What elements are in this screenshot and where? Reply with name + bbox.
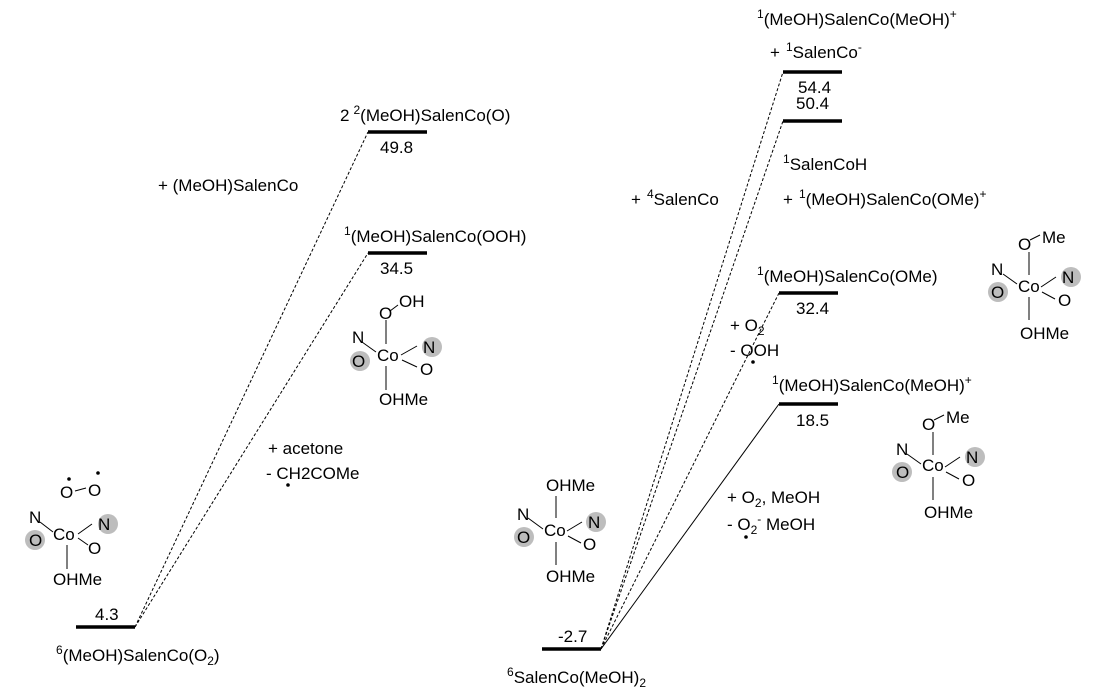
structure-co-o2: O O N O Co N O OHMe [25, 471, 118, 589]
connector-lines [134, 71, 784, 650]
atom-O-right: O [583, 535, 596, 554]
atom-N-left: N [29, 508, 41, 527]
atom-N-left: N [991, 260, 1003, 279]
atom-OHMe: OHMe [924, 503, 973, 522]
level-value-minus-2.7: -2.7 [558, 627, 587, 646]
level-label-6-SalenCo-MeOH2: 6SalenCo(MeOH)2 [507, 665, 646, 690]
structure-co-meoh2: OHMe N O Co N O OHMe [514, 476, 606, 586]
atom-OHMe-bottom: OHMe [546, 567, 595, 586]
level-label-1-MeOH-SalenCo-OOH: 1(MeOH)SalenCo(OOH) [344, 224, 526, 246]
atom-N-right: N [588, 513, 600, 532]
atom-N-right: N [1062, 268, 1074, 287]
atom-O-right: O [962, 471, 975, 490]
atom-Me: Me [1042, 228, 1066, 247]
atom-O2: O [88, 481, 101, 500]
radical-dot-OOH [751, 360, 755, 364]
reagent-minus-O2-anion-MeOH: - O2- MeOH [727, 512, 815, 537]
atom-Co: Co [377, 346, 399, 365]
atom-N-left: N [517, 505, 529, 524]
atom-N-left: N [896, 440, 908, 459]
level-label-6-MeOH-SalenCo-O2: 6(MeOH)SalenCo(O2) [56, 643, 220, 668]
connector-4.3-to-49.8 [134, 131, 369, 628]
structure-co-ome: O Me N O Co N O OHMe [988, 228, 1081, 343]
connector-4.3-to-34.5 [134, 252, 369, 628]
reagent-minus-OOH: - OOH [730, 341, 779, 360]
radical-dot-O2 [744, 535, 748, 539]
atom-OH: OH [399, 292, 425, 311]
reagent-plus-O2: + O2 [730, 316, 765, 338]
atom-OHMe: OHMe [379, 390, 428, 409]
reagent-minus-CH2COMe: - CH2COMe [266, 464, 360, 483]
level-value-34.5: 34.5 [380, 259, 413, 278]
level-value-18.5: 18.5 [796, 411, 829, 430]
structure-co-ooh: O OH N O Co N O OHMe [350, 292, 442, 409]
level-label-50.4-line1: 1SalenCoH [783, 152, 867, 174]
atom-N-right: N [423, 338, 435, 357]
atom-OHMe-top: OHMe [546, 476, 595, 495]
atom-O-right: O [1058, 291, 1071, 310]
level-label-54.4-line2: +1SalenCo- [770, 40, 862, 62]
atom-O-top: O [1018, 235, 1031, 254]
atom-O-left: O [29, 531, 42, 550]
atom-OHMe: OHMe [53, 570, 102, 589]
atom-N-left: N [352, 328, 364, 347]
atom-O-left: O [517, 528, 530, 547]
atom-O1: O [60, 483, 73, 502]
atom-OHMe: OHMe [1020, 324, 1069, 343]
connector-minus-2.7-to-50.4 [600, 120, 784, 650]
connector-minus-2.7-to-54.4 [600, 71, 784, 650]
level-label-50.4-line2: +1(MeOH)SalenCo(OMe)+ [783, 187, 986, 209]
reagent-plus-O2-MeOH: + O2, MeOH [727, 488, 820, 510]
level-label-1-MeOH-SalenCo-OMe: 1(MeOH)SalenCo(OMe) [757, 264, 938, 286]
atom-N-right: N [98, 515, 110, 534]
atom-O-right: O [88, 539, 101, 558]
level-value-32.4: 32.4 [796, 299, 829, 318]
reagent-plus-4-SalenCo: +4SalenCo [631, 187, 719, 209]
atom-Co: Co [544, 521, 566, 540]
atom-O-left: O [352, 352, 365, 371]
level-value-50.4: 50.4 [796, 94, 829, 113]
level-value-49.8: 49.8 [380, 138, 413, 157]
reagent-plus-MeOH-SalenCo: + (MeOH)SalenCo [158, 176, 298, 195]
connector-minus-2.7-to-32.4 [600, 292, 780, 650]
structure-co-meoh-plus: O Me N O Co N O OHMe [892, 408, 985, 522]
atom-O-top: O [379, 304, 392, 323]
dot-2 [96, 471, 100, 475]
atom-Co: Co [1018, 277, 1040, 296]
atom-O-left: O [991, 283, 1004, 302]
atom-Me: Me [946, 408, 970, 427]
atom-O-left: O [896, 463, 909, 482]
level-label-54.4-line1: 1(MeOH)SalenCo(MeOH)+ [757, 7, 957, 29]
radical-dot-CH2COMe [286, 483, 290, 487]
atom-N-right: N [966, 448, 978, 467]
level-value-4.3: 4.3 [95, 605, 119, 624]
level-label-1-MeOH-SalenCo-MeOH-plus: 1(MeOH)SalenCo(MeOH)+ [772, 373, 972, 395]
level-value-54.4: 54.4 [798, 78, 831, 97]
atom-O-top: O [922, 415, 935, 434]
dot-1 [67, 477, 71, 481]
connector-minus-2.7-to-18.5 [600, 403, 780, 650]
atom-Co: Co [922, 456, 944, 475]
atom-O-right: O [420, 360, 433, 379]
atom-Co: Co [53, 525, 75, 544]
reagent-plus-acetone: + acetone [268, 439, 343, 458]
